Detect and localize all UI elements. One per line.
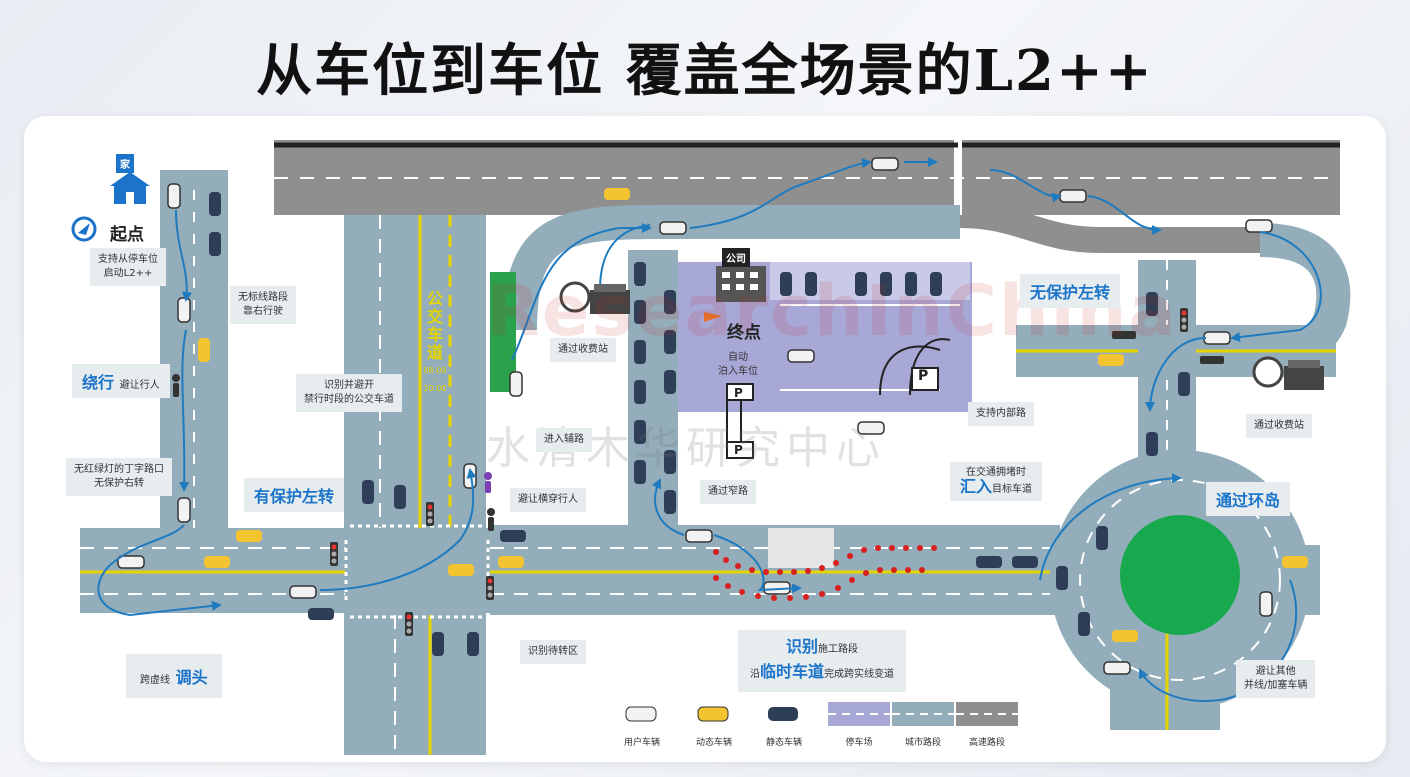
legend-user-vehicle: 用户车辆 (623, 738, 660, 748)
company-sign: 公司 (722, 248, 750, 267)
parking-icon (911, 367, 939, 391)
center-lines (80, 215, 1336, 755)
label-bus-lane-avoid: 识别并避开 禁行时段的公交车道 (296, 374, 402, 412)
parking-space-icon (726, 383, 754, 459)
pedestrian-icon (172, 374, 495, 531)
traffic-cones (713, 545, 937, 601)
label-line: 并线/加塞车辆 (1244, 680, 1308, 691)
toll-station-icon (559, 281, 630, 314)
label-main: 汇入 (960, 477, 993, 496)
label-line: 禁行时段的公交车道 (304, 394, 394, 405)
navigation-icon (71, 216, 97, 242)
office-building-icon (716, 266, 766, 302)
bus-lane-time: 08:00 - 20:00 (423, 366, 447, 393)
label-line: 支持从停车位 (98, 254, 158, 265)
highway (274, 140, 1340, 253)
label-sub: 完成跨实线变道 (824, 669, 895, 680)
label-sub: 避让行人 (119, 380, 160, 391)
label-line: 无保护右转 (94, 478, 144, 489)
page-title: 从车位到车位 覆盖全场景的L2++ (256, 38, 1154, 104)
parking-letter-lower: P (734, 443, 743, 457)
home-sign: 家 (116, 154, 134, 173)
label-pass-toll-left: 通过收费站 (550, 338, 616, 362)
label-main: 绕行 (82, 373, 115, 392)
dynamic-vehicles (198, 188, 1308, 642)
parking-letter: P (918, 368, 929, 384)
label-merge: 在交通拥堵时 汇入目标车道 (950, 462, 1043, 501)
label-no-light-t: 无红绿灯的丁字路口 无保护右转 (66, 458, 172, 496)
bus-lane-label: 公交车道 08:00 - 20:00 (423, 289, 447, 394)
label-support-park: 支持从停车位 启动L2++ (90, 248, 166, 286)
label-line: 无红绿灯的丁字路口 (74, 464, 164, 475)
label-line: 泊入车位 (718, 366, 758, 377)
legend-parking: 停车场 (845, 738, 873, 748)
label-no-lane-line: 无标线路段 靠右行驶 (230, 286, 296, 324)
label-unprotected-left: 无保护左转 (1020, 274, 1121, 308)
label-protected-left: 有保护左转 (244, 478, 345, 512)
start-label: 起点 (110, 225, 144, 245)
label-line: 识别并避开 (324, 380, 374, 391)
label-avoid-cross: 避让横穿行人 (510, 488, 586, 512)
label-line: 在交通拥堵时 (966, 467, 1026, 478)
legend-static-vehicle: 静态车辆 (765, 738, 802, 748)
route-arrows (97, 157, 1322, 702)
label-line: 自动 (728, 352, 748, 363)
label-main: 调头 (175, 668, 208, 687)
label-pass-toll-right: 通过收费站 (1246, 414, 1312, 438)
label-line: 启动L2++ (103, 268, 153, 279)
label-pre: 沿 (750, 669, 760, 680)
label-main: 识别 (786, 637, 819, 656)
label-enter-ramp: 进入辅路 (536, 428, 592, 452)
label-construction: 识别施工路段 沿临时车道完成跨实线变道 (738, 630, 907, 692)
traffic-light-icon (330, 308, 1224, 636)
label-sub: 目标车道 (992, 484, 1033, 495)
legend-city-road: 城市路段 (904, 738, 941, 748)
static-vehicles (209, 192, 1190, 656)
label-roundabout: 通过环岛 (1206, 482, 1291, 516)
legend-swatches (625, 702, 1018, 726)
label-pre: 跨虚线 (140, 675, 170, 686)
label-inner-road: 支持内部路 (968, 402, 1034, 426)
end-label: 终点 (727, 323, 761, 343)
label-auto-park: 自动 泊入车位 (710, 346, 766, 384)
home-icon (110, 172, 150, 204)
label-avoid-other: 避让其他 并线/加塞车辆 (1236, 660, 1316, 698)
legend-highway: 高速路段 (968, 738, 1005, 748)
ramp-right (1259, 223, 1351, 367)
label-line: 靠右行驶 (243, 306, 283, 317)
label-detour: 绕行 避让行人 (72, 364, 170, 398)
legend-dynamic-vehicle: 动态车辆 (695, 738, 732, 748)
label-sub: 施工路段 (818, 644, 859, 655)
ramp-left (503, 205, 960, 331)
construction-zone (768, 528, 834, 568)
toll-station-icon (1252, 356, 1324, 390)
label-waiting-zone: 识别待转区 (520, 640, 586, 664)
end-flag-icon (704, 312, 722, 322)
label-uturn: 跨虚线 调头 (126, 654, 222, 698)
roundabout-island (1120, 515, 1240, 635)
label-main: 临时车道 (760, 662, 825, 681)
bus-lane-text: 公交车道 (426, 289, 443, 362)
label-line: 无标线路段 (238, 292, 288, 303)
label-line: 避让其他 (1255, 666, 1296, 677)
label-narrow-road: 通过窄路 (700, 480, 756, 504)
parking-letter-upper: P (734, 386, 743, 400)
